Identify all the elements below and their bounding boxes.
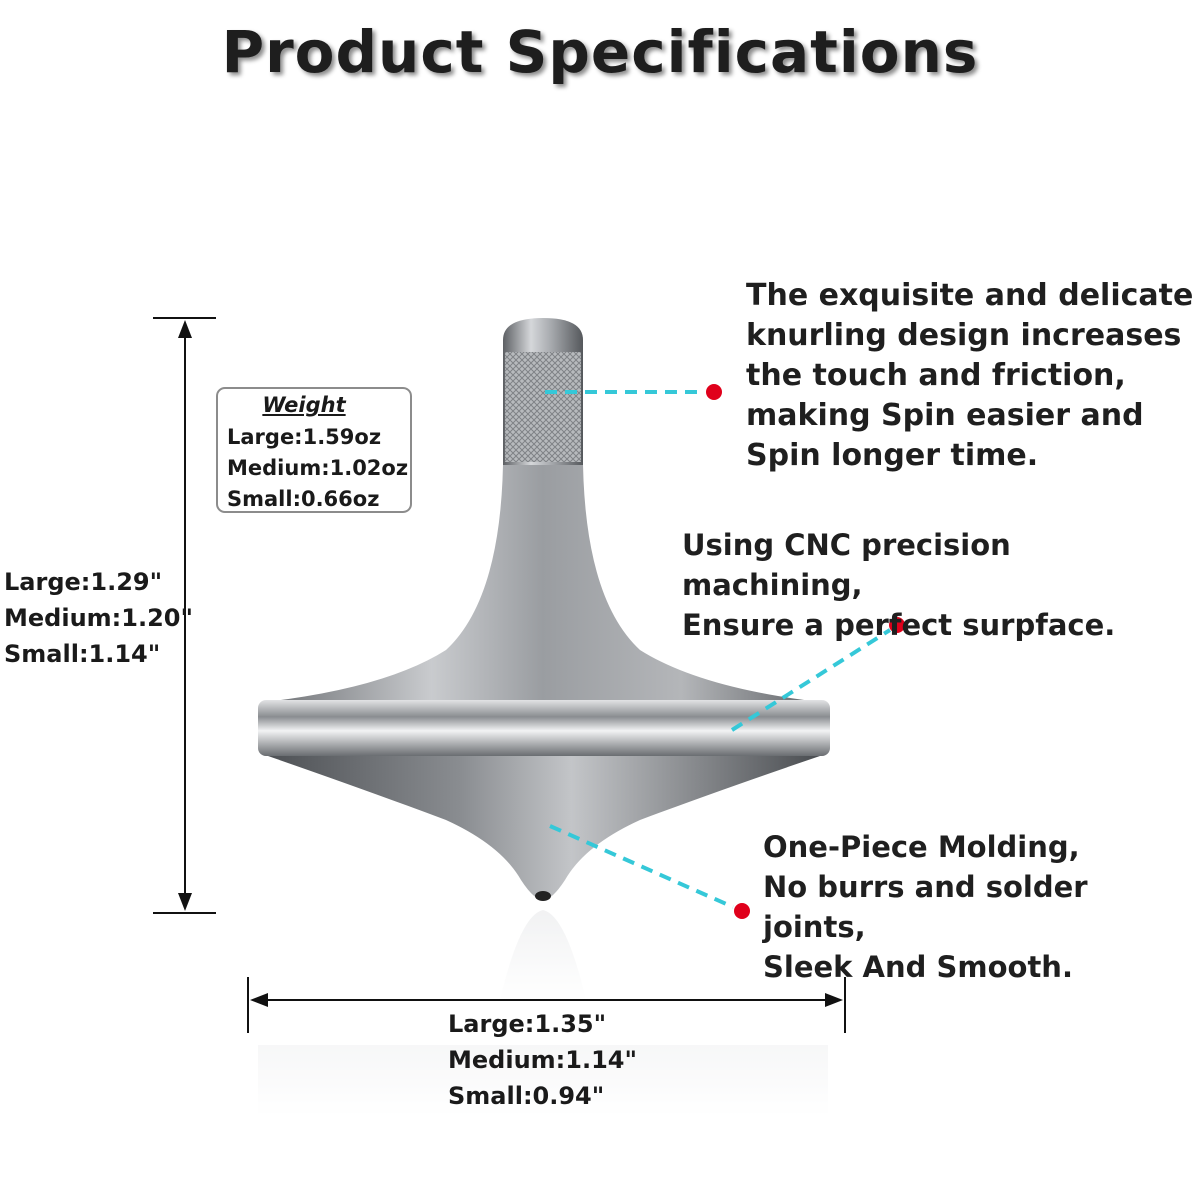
molding-callout: One-Piece Molding, No burrs and solder j… <box>763 827 1200 987</box>
cnc-callout: Using CNC precision machining, Ensure a … <box>682 525 1200 645</box>
weight-large: Large:1.59oz <box>227 425 382 449</box>
cnc-line: Using CNC precision machining, <box>682 528 1011 602</box>
height-small: Small:1.14" <box>4 640 161 668</box>
knurling-marker-dot <box>706 384 722 400</box>
cnc-marker-dot <box>889 617 905 633</box>
knurling-line: knurling design increases <box>746 318 1182 353</box>
molding-line: No burrs and solder joints, <box>763 870 1088 944</box>
molding-line: Sleek And Smooth. <box>763 950 1073 984</box>
width-small: Small:0.94" <box>448 1082 605 1110</box>
page-title: Product Specifications <box>221 18 979 86</box>
weight-box: Weight Large:1.59oz Medium:1.02oz Small:… <box>216 387 412 513</box>
molding-marker-dot <box>734 903 750 919</box>
knurling-line: Spin longer time. <box>746 438 1039 473</box>
weight-medium: Medium:1.02oz <box>227 456 409 480</box>
height-dimensions: Large:1.29" Medium:1.20" Small:1.14" <box>4 564 193 672</box>
width-large: Large:1.35" <box>448 1010 607 1038</box>
top-reflection <box>258 910 828 1115</box>
width-medium: Medium:1.14" <box>448 1046 637 1074</box>
knurling-line: making Spin easier and <box>746 398 1144 433</box>
knurling-line: The exquisite and delicate <box>746 278 1194 313</box>
cnc-line: Ensure a perfect surpface. <box>682 608 1116 642</box>
weight-heading: Weight <box>262 393 346 417</box>
height-medium: Medium:1.20" <box>4 604 193 632</box>
spinning-top-image <box>258 318 830 901</box>
molding-line: One-Piece Molding, <box>763 830 1080 864</box>
leader-lines <box>545 390 892 909</box>
knurling-line: the touch and friction, <box>746 358 1126 393</box>
width-arrow-icon <box>247 977 846 1033</box>
weight-small: Small:0.66oz <box>227 487 380 511</box>
height-large: Large:1.29" <box>4 568 163 596</box>
knurling-callout: The exquisite and delicate knurling desi… <box>746 276 1193 476</box>
width-dimensions: Large:1.35" Medium:1.14" Small:0.94" <box>448 1006 637 1114</box>
height-arrow-icon <box>153 317 216 914</box>
